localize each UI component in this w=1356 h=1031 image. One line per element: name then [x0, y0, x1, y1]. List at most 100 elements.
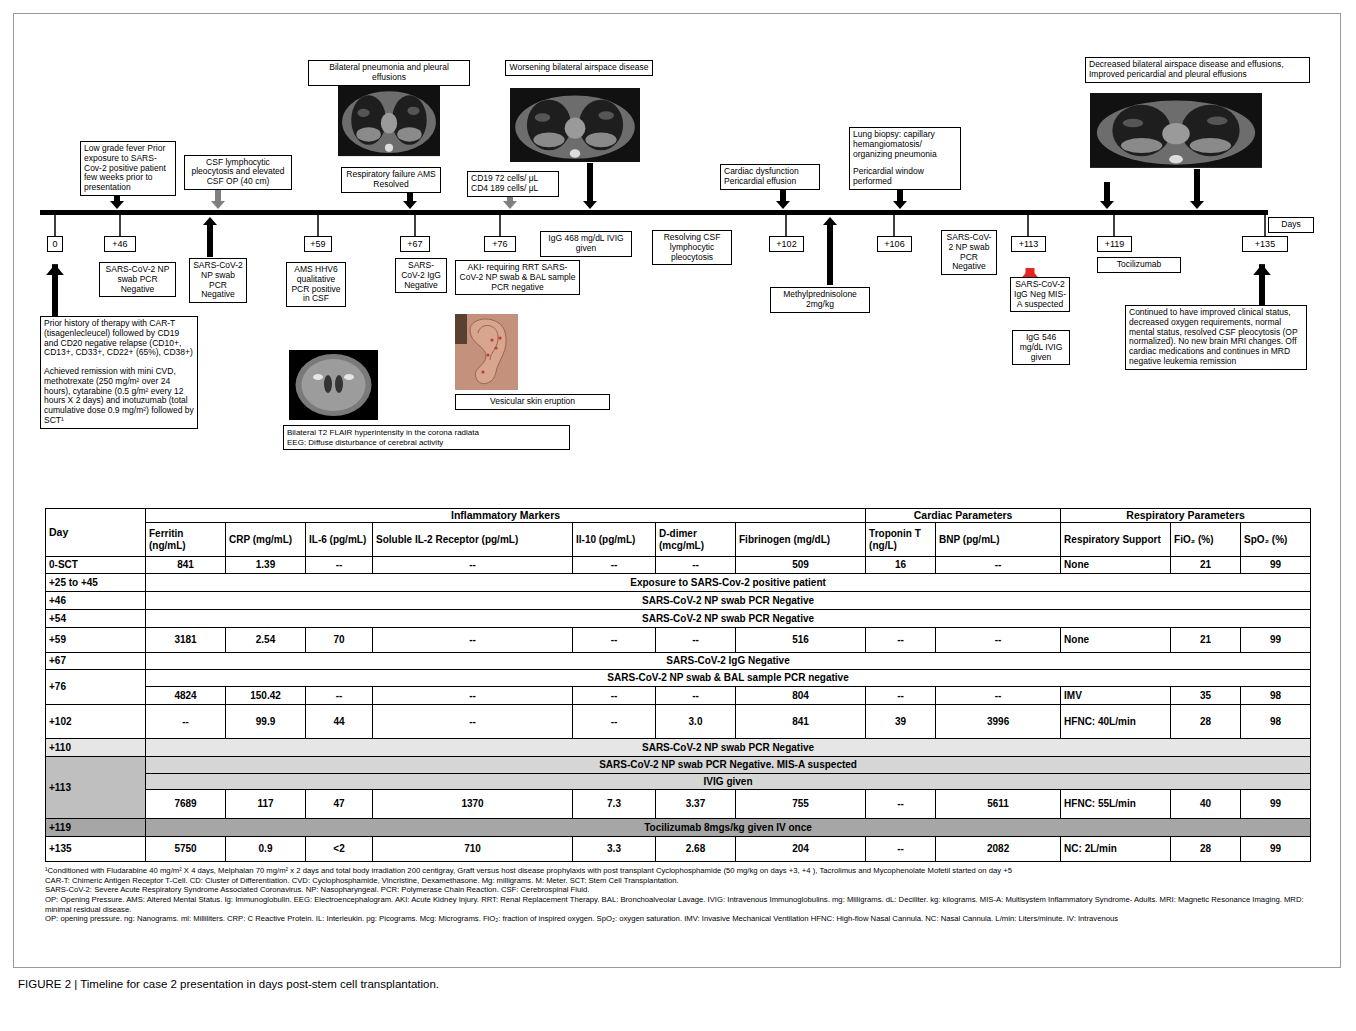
box-text: EEG: Diffuse disturbance of cerebral act… [287, 438, 566, 447]
box-text: Resolving CSF lymphocytic pleocytosis [656, 233, 728, 262]
table-cell: 7.3 [573, 790, 656, 819]
table-cell: Day [46, 509, 146, 557]
cell-text: 7.3 [607, 798, 621, 809]
event-box: Methylprednisolone 2mg/kg [770, 287, 870, 313]
table-cell: -- [573, 687, 656, 705]
table-cell: IMV [1061, 687, 1171, 705]
event-box: Continued to have improved clinical stat… [1125, 305, 1307, 370]
cell-text: 4824 [174, 690, 196, 701]
table-cell: -- [573, 557, 656, 574]
table-cell: 841 [146, 557, 226, 574]
table-cell: 204 [736, 837, 866, 862]
table-cell: -- [866, 790, 936, 819]
cell-text: Tocilizumab 8mgs/kg given IV once [644, 822, 812, 833]
image-caption-box: Vesicular skin eruption [455, 394, 610, 410]
ct-scan-image [1090, 93, 1262, 168]
ear-photo [455, 314, 518, 390]
table-cell: -- [573, 628, 656, 653]
day-tick [119, 215, 121, 236]
cell-text: 16 [895, 559, 906, 570]
down-arrow [893, 190, 907, 209]
cell-text: -- [182, 716, 189, 727]
day-box: +102 [769, 236, 804, 252]
event-box: IgG 546 mg/dL IVIG given [1012, 330, 1070, 365]
table-row: +119 Tocilizumab 8mgs/kg given IV once [46, 819, 1311, 837]
table-cell: +110 [46, 739, 146, 757]
cell-text: SARS-CoV-2 NP swab PCR Negative. MIS-A s… [599, 759, 857, 770]
cell-text: Cardiac Parameters [914, 509, 1013, 521]
table-cell: 99 [1241, 557, 1311, 574]
figure-caption: FIGURE 2 | Timeline for case 2 presentat… [18, 978, 1338, 990]
event-box: Prior history of therapy with CAR-T (tis… [40, 316, 198, 429]
box-text: 0 [51, 239, 59, 249]
day-box: +106 [877, 236, 912, 252]
cell-text: +119 [49, 822, 71, 833]
box-text: IgG 546 mg/dL IVIG given [1016, 333, 1066, 362]
box-text: Tocilizumab [1101, 260, 1177, 270]
box-text: Respiratory failure AMS Resolved [345, 170, 437, 190]
cell-text: +76 [49, 681, 66, 692]
cell-text: None [1064, 634, 1089, 645]
table-cell: -- [866, 687, 936, 705]
image-caption-box: Bilateral T2 FLAIR hyperintensity in the… [283, 425, 570, 450]
day-tick [414, 215, 416, 236]
day-box: +67 [400, 236, 430, 252]
cell-text: -- [611, 690, 618, 701]
table-row: +76SARS-CoV-2 NP swab & BAL sample PCR n… [46, 670, 1311, 687]
table-cell: 1370 [373, 790, 573, 819]
down-arrow [776, 190, 790, 209]
event-box: CD19 72 cells/ μL CD4 189 cells/ μL [467, 171, 559, 197]
cell-text: 98 [1270, 690, 1281, 701]
cell-text: 5611 [987, 798, 1009, 809]
cell-text: 2082 [987, 843, 1009, 854]
cell-text: 516 [792, 634, 809, 645]
table-cell: Ferritin (ng/mL) [146, 523, 226, 557]
cell-text: 35 [1200, 690, 1211, 701]
table-cell: NC: 2L/min [1061, 837, 1171, 862]
cell-text: -- [692, 559, 699, 570]
table-cell: +119 [46, 819, 146, 837]
cell-text: -- [995, 559, 1002, 570]
event-box: Worsening bilateral airspace disease [505, 60, 653, 76]
cell-text: 7689 [174, 798, 196, 809]
cell-text: 3996 [987, 716, 1009, 727]
hair [455, 314, 467, 344]
box-text: SARS-CoV-2 IgG Neg MIS-A suspected [1014, 280, 1066, 309]
cell-text: SARS-CoV-2 NP swab PCR Negative [642, 742, 814, 753]
cell-text: -- [897, 634, 904, 645]
cell-text: SARS-CoV-2 NP swab & BAL sample PCR nega… [607, 672, 848, 683]
cell-text: 1.39 [256, 559, 275, 570]
box-text: CD19 72 cells/ μL CD4 189 cells/ μL [471, 174, 555, 194]
cell-text: 0.9 [259, 843, 273, 854]
day-tick [1027, 215, 1029, 236]
cell-text: <2 [333, 843, 344, 854]
event-box: Lung biopsy: capillary hemangiomatosis/ … [849, 127, 961, 190]
box-text: Vesicular skin eruption [459, 397, 606, 407]
cell-text: SARS-CoV-2 NP swab PCR Negative [642, 595, 814, 606]
cell-text: SpO₂ (%) [1244, 534, 1287, 545]
table-cell: 509 [736, 557, 866, 574]
event-box: Bilateral pneumonia and pleural effusion… [308, 60, 470, 86]
box-text: Low grade fever Prior exposure to SARS-C… [84, 144, 172, 193]
timeline-axis [40, 210, 1268, 215]
cell-text: -- [897, 798, 904, 809]
table-cell: 3996 [936, 705, 1061, 739]
cell-text: 710 [464, 843, 481, 854]
day-tick [1264, 215, 1266, 236]
cell-text: 28 [1200, 716, 1211, 727]
table-cell: 3181 [146, 628, 226, 653]
down-arrow [583, 163, 597, 209]
box-text: Prior history of therapy with CAR-T (tis… [44, 319, 194, 358]
table-cell: SARS-CoV-2 NP swab PCR Negative [146, 610, 1311, 628]
box-text: Methylprednisolone 2mg/kg [774, 290, 866, 310]
event-box: SARS-CoV-2 IgG Negative [395, 258, 447, 293]
event-box: Tocilizumab [1097, 257, 1181, 273]
cell-text: 21 [1200, 634, 1211, 645]
table-cell: 70 [306, 628, 373, 653]
table-cell: Cardiac Parameters [866, 509, 1061, 523]
cell-text: 98 [1270, 716, 1281, 727]
table-cell: 28 [1171, 705, 1241, 739]
cell-text: +59 [49, 634, 66, 645]
down-arrow [403, 193, 417, 209]
table-cell: 516 [736, 628, 866, 653]
